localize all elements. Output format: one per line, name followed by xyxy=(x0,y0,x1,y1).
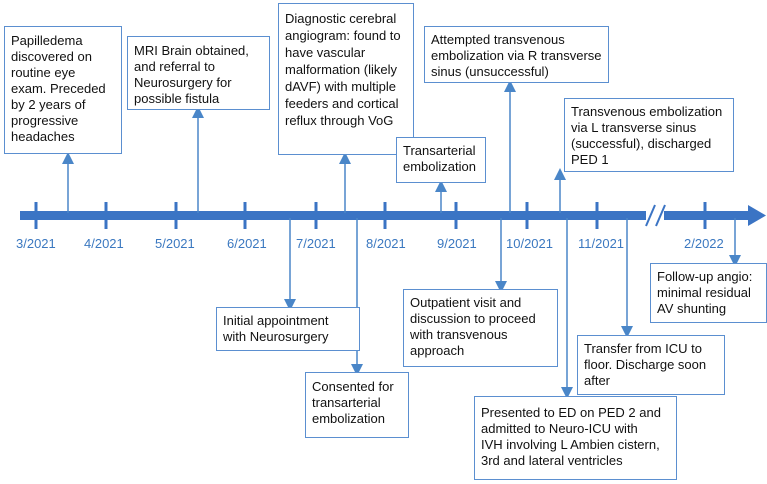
event-transfer-line: Transfer from ICU to xyxy=(584,341,702,356)
event-mri-line: MRI Brain obtained, xyxy=(134,43,249,58)
event-papilledema-line: by 2 years of xyxy=(11,97,86,112)
event-outpatient-visit: Outpatient visit and discussion to proce… xyxy=(403,289,558,367)
event-angiogram-line: malformation (likely xyxy=(285,62,397,77)
event-presented-line: 3rd and lateral ventricles xyxy=(481,453,623,468)
event-attempted-transvenous: Attempted transvenous embolization via R… xyxy=(424,26,609,83)
event-transvenous-l-line: (successful), discharged xyxy=(571,136,712,151)
event-attempted-line: sinus (unsuccessful) xyxy=(431,64,549,79)
event-consented-line: transarterial xyxy=(312,395,381,410)
event-followup-line: Follow-up angio: xyxy=(657,269,753,284)
date-label-2-2022: 2/2022 xyxy=(684,236,724,251)
event-presented-line: IVH involving L Ambien cistern, xyxy=(481,437,660,452)
event-papilledema: Papilledema discovered on routine eye ex… xyxy=(4,26,122,154)
timeline-ticks xyxy=(34,202,707,229)
event-papilledema-line: progressive xyxy=(11,113,79,128)
event-initial-appointment: Initial appointment with Neurosurgery xyxy=(216,307,360,351)
event-papilledema-line: headaches xyxy=(11,129,75,144)
event-presented-line: admitted to Neuro-ICU with xyxy=(481,421,638,436)
event-consented-line: Consented for xyxy=(312,379,394,394)
event-transvenous-l-line: Transvenous embolization xyxy=(571,104,723,119)
event-angiogram-line: Diagnostic cerebral xyxy=(285,11,397,26)
event-transfer-line: after xyxy=(584,373,611,388)
event-angiogram-line: dAVF) with multiple xyxy=(285,79,397,94)
event-angiogram-line: feeders and cortical xyxy=(285,96,399,111)
event-mri: MRI Brain obtained, and referral to Neur… xyxy=(127,36,270,110)
event-outpatient-line: approach xyxy=(410,343,465,358)
event-follow-up-angio: Follow-up angio: minimal residual AV shu… xyxy=(650,263,767,323)
event-transvenous-l-line: PED 1 xyxy=(571,152,609,167)
event-presented-ed: Presented to ED on PED 2 and admitted to… xyxy=(474,396,677,480)
event-transfer-icu: Transfer from ICU to floor. Discharge so… xyxy=(577,335,725,395)
event-transvenous-l: Transvenous embolization via L transvers… xyxy=(564,98,734,172)
date-label-6-2021: 6/2021 xyxy=(227,236,267,251)
event-transarterial: Transarterial embolization xyxy=(396,137,486,183)
event-angiogram-line: reflux through VoG xyxy=(285,113,394,128)
date-label-8-2021: 8/2021 xyxy=(366,236,406,251)
event-mri-line: Neurosurgery for xyxy=(134,75,232,90)
event-angiogram: Diagnostic cerebral angiogram: found to … xyxy=(278,3,414,155)
date-label-4-2021: 4/2021 xyxy=(84,236,124,251)
event-followup-line: AV shunting xyxy=(657,301,727,316)
event-angiogram-line: angiogram: found to xyxy=(285,28,401,43)
event-papilledema-line: routine eye xyxy=(11,65,76,80)
event-angiogram-line: have vascular xyxy=(285,45,366,60)
event-outpatient-line: with transvenous xyxy=(410,327,508,342)
date-label-9-2021: 9/2021 xyxy=(437,236,477,251)
event-transvenous-l-line: via L transverse sinus xyxy=(571,120,697,135)
date-label-7-2021: 7/2021 xyxy=(296,236,336,251)
event-outpatient-line: discussion to proceed xyxy=(410,311,536,326)
axis-break-symbol xyxy=(645,204,666,227)
event-initial-line: Initial appointment xyxy=(223,313,329,328)
event-mri-line: and referral to xyxy=(134,59,215,74)
event-initial-line: with Neurosurgery xyxy=(223,329,329,344)
date-label-5-2021: 5/2021 xyxy=(155,236,195,251)
date-label-3-2021: 3/2021 xyxy=(16,236,56,251)
event-consented: Consented for transarterial embolization xyxy=(305,372,409,438)
event-transarterial-line: embolization xyxy=(403,159,476,174)
event-papilledema-line: Papilledema xyxy=(11,33,83,48)
event-attempted-line: Attempted transvenous xyxy=(431,32,565,47)
event-consented-line: embolization xyxy=(312,411,385,426)
event-papilledema-line: exam. Preceded xyxy=(11,81,106,96)
event-presented-line: Presented to ED on PED 2 and xyxy=(481,405,661,420)
event-papilledema-line: discovered on xyxy=(11,49,92,64)
event-outpatient-line: Outpatient visit and xyxy=(410,295,522,310)
date-label-11-2021: 11/2021 xyxy=(578,236,625,251)
event-transfer-line: floor. Discharge soon xyxy=(584,357,707,372)
event-attempted-line: embolization via R transverse xyxy=(431,48,602,63)
timeline-arrowhead xyxy=(748,205,766,226)
event-mri-line: possible fistula xyxy=(134,91,220,106)
event-transarterial-line: Transarterial xyxy=(403,143,476,158)
date-label-10-2021: 10/2021 xyxy=(506,236,553,251)
event-followup-line: minimal residual xyxy=(657,285,751,300)
